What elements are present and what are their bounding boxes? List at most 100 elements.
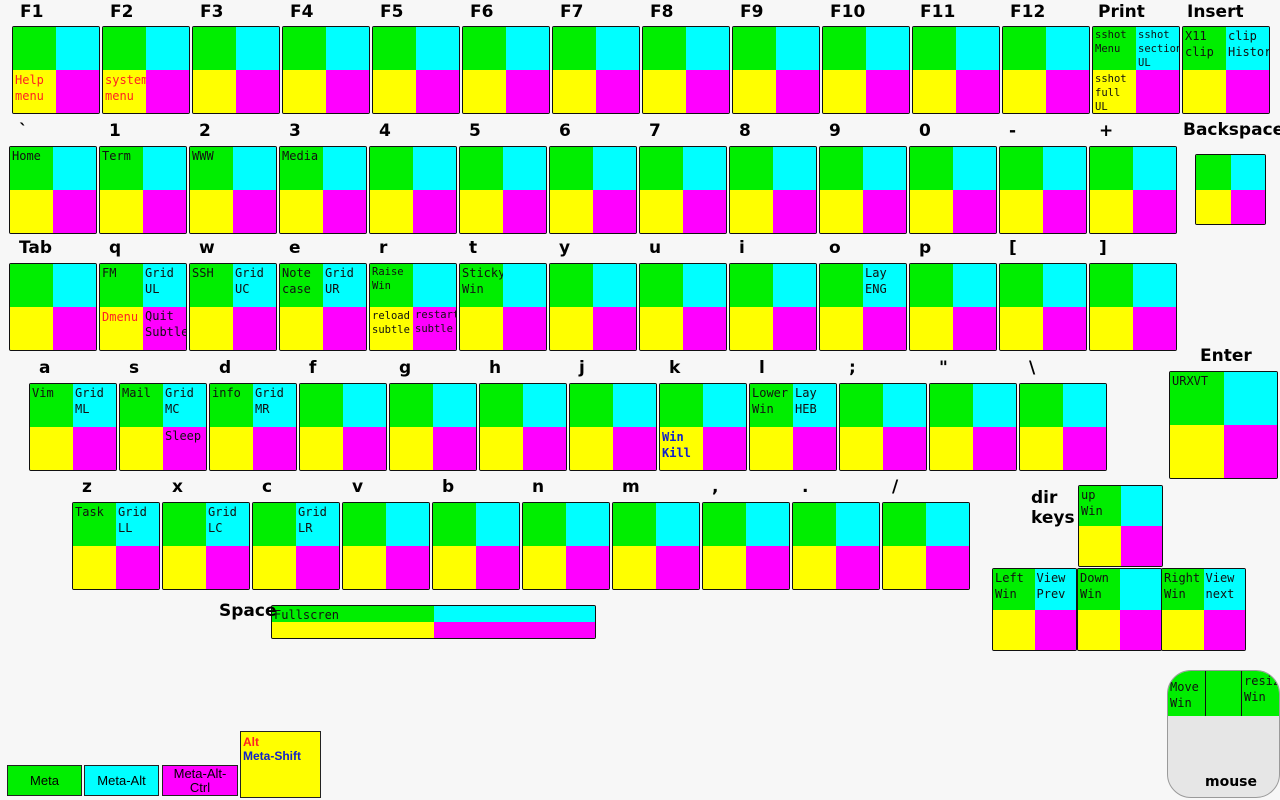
key-f7-6[interactable] [552, 26, 640, 114]
key-quadrant-tl: WWW [190, 147, 233, 190]
key-quadrant-br [506, 70, 549, 113]
key-quadrant-br [776, 70, 819, 113]
key-n-57[interactable] [522, 502, 610, 590]
key-symbol-26[interactable] [1089, 146, 1177, 234]
key-symbol-38[interactable] [999, 263, 1087, 351]
key-f2-1[interactable]: system menu [102, 26, 190, 114]
key-space-64[interactable]: Fullscren [271, 605, 596, 639]
key-f3-2[interactable] [192, 26, 280, 114]
key-backspace-62[interactable] [1195, 154, 1266, 225]
key-quadrant-tr: Grid MR [253, 384, 296, 427]
key-6-20[interactable] [549, 146, 637, 234]
key-symbol-61[interactable] [882, 502, 970, 590]
key-9-23[interactable] [819, 146, 907, 234]
key-f5-4[interactable] [372, 26, 460, 114]
mouse-right-button[interactable]: resize Win [1242, 671, 1279, 716]
key-3-17[interactable]: Media [279, 146, 367, 234]
key-quadrant-br: Sleep [163, 427, 206, 470]
key-quadrant-bl: system menu [103, 70, 146, 113]
key-h-45[interactable] [479, 383, 567, 471]
key-key-65[interactable]: up Win [1078, 485, 1163, 567]
key-quadrant-tl [730, 147, 773, 190]
key-4-18[interactable] [369, 146, 457, 234]
key-c-54[interactable]: Grid LR [252, 502, 340, 590]
key-quadrant-tr [503, 147, 546, 190]
key-f1-0[interactable]: Help menu [12, 26, 100, 114]
key-action-text: Raise Win [372, 266, 404, 292]
key-label: 1 [109, 121, 121, 141]
key-quadrant-br [416, 70, 459, 113]
key-quadrant-br [953, 190, 996, 233]
key-7-21[interactable] [639, 146, 727, 234]
key-enter-63[interactable]: URXVT [1169, 371, 1278, 479]
key-k-47[interactable]: Win Kill [659, 383, 747, 471]
key-key-67[interactable]: Down Win [1077, 568, 1162, 651]
key-v-55[interactable] [342, 502, 430, 590]
key-symbol-39[interactable] [1089, 263, 1177, 351]
key-y-33[interactable] [549, 263, 637, 351]
key-8-22[interactable] [729, 146, 817, 234]
key-action-text: Down Win [1080, 571, 1109, 601]
key-j-46[interactable] [569, 383, 657, 471]
key-1-15[interactable]: Term [99, 146, 187, 234]
key-tab-27[interactable] [9, 263, 97, 351]
key-quadrant-tl [283, 27, 326, 70]
key-f10-9[interactable] [822, 26, 910, 114]
key-b-56[interactable] [432, 502, 520, 590]
key-0-24[interactable] [909, 146, 997, 234]
key-quadrant-br [953, 307, 996, 350]
key-quadrant-bl [460, 307, 503, 350]
key-symbol-14[interactable]: Home [9, 146, 97, 234]
key-quadrant-tr: Grid UL [143, 264, 186, 307]
key-5-19[interactable] [459, 146, 547, 234]
key-g-44[interactable] [389, 383, 477, 471]
key-f-43[interactable] [299, 383, 387, 471]
key-quadrant-tr: Grid MC [163, 384, 206, 427]
key-label: ] [1099, 238, 1107, 258]
key-action-text: Fullscren [274, 608, 340, 622]
key-u-34[interactable] [639, 263, 727, 351]
key-f11-10[interactable] [912, 26, 1000, 114]
key-t-32[interactable]: Sticky Win [459, 263, 547, 351]
key-symbol-25[interactable] [999, 146, 1087, 234]
key-m-58[interactable] [612, 502, 700, 590]
key-quadrant-bl [643, 70, 686, 113]
mouse-left-button[interactable]: Move Win [1168, 671, 1206, 716]
key-p-37[interactable] [909, 263, 997, 351]
key-quadrant-br [53, 190, 96, 233]
key-label: " [939, 358, 948, 378]
key-i-35[interactable] [729, 263, 817, 351]
key-symbol-49[interactable] [839, 383, 927, 471]
key-quadrant-br [773, 307, 816, 350]
key-2-16[interactable]: WWW [189, 146, 277, 234]
key-f8-7[interactable] [642, 26, 730, 114]
key-f4-3[interactable] [282, 26, 370, 114]
key-symbol-59[interactable] [702, 502, 790, 590]
key-quadrant-tl [550, 264, 593, 307]
key-symbol-51[interactable] [1019, 383, 1107, 471]
mouse-middle-button[interactable] [1206, 671, 1242, 716]
key-symbol-60[interactable] [792, 502, 880, 590]
key-label: y [559, 238, 571, 258]
key-x-53[interactable]: Grid LC [162, 502, 250, 590]
key-label: j [579, 358, 585, 378]
key-f9-8[interactable] [732, 26, 820, 114]
key-symbol-50[interactable] [929, 383, 1017, 471]
key-quadrant-bl [1183, 70, 1226, 113]
key-o-36[interactable]: Lay ENG [819, 263, 907, 351]
key-f6-5[interactable] [462, 26, 550, 114]
key-f12-11[interactable] [1002, 26, 1090, 114]
